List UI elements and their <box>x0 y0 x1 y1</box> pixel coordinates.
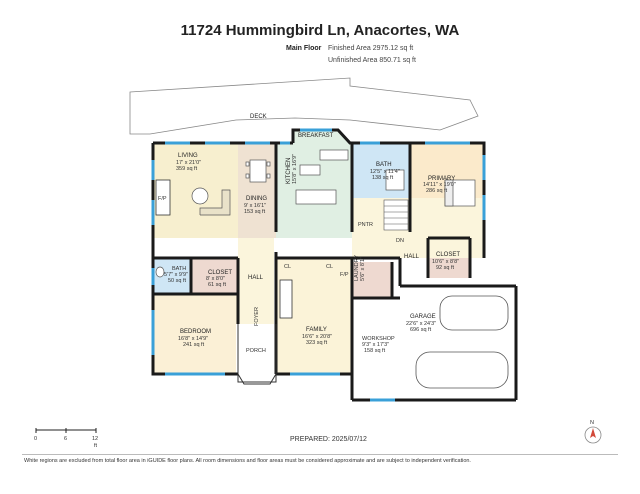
area-bath-small: 50 sq ft <box>168 278 187 284</box>
area-dining: 153 sq ft <box>244 209 266 215</box>
floor-label: Main Floor <box>286 45 322 52</box>
label-hall-left: HALL <box>248 275 264 281</box>
label-breakfast: BREAKFAST <box>298 133 334 139</box>
dims-dining: 9' x 16'1" <box>244 203 266 209</box>
porch-fill <box>236 324 276 382</box>
area-garage: 696 sq ft <box>410 327 432 333</box>
foyer-fill <box>238 290 274 324</box>
primary-bed <box>444 179 476 207</box>
dims-garage: 22'6" x 24'3" <box>406 321 436 327</box>
label-living: LIVING <box>178 153 198 159</box>
dims-bath-small: 5'7" x 9'9" <box>164 272 188 278</box>
area-bath-main: 138 sq ft <box>372 175 394 181</box>
fireplace-family <box>279 279 293 319</box>
label-garage: GARAGE <box>410 314 436 320</box>
compass-n: N <box>590 420 594 426</box>
hall-right-fill <box>352 198 484 258</box>
area-family: 323 sq ft <box>306 340 328 346</box>
label-family: FAMILY <box>306 327 327 333</box>
label-dn: DN <box>396 238 404 244</box>
footer-divider <box>22 454 618 455</box>
label-cl-2: CL <box>326 264 333 270</box>
dims-closet-small: 8' x 8'0" <box>206 276 225 282</box>
area-closet-primary: 92 sq ft <box>436 265 455 271</box>
prepared-date: PREPARED: 2025/07/12 <box>290 436 367 443</box>
kitchen-island <box>295 149 349 205</box>
living-furniture <box>191 187 231 216</box>
area-primary: 286 sq ft <box>426 188 448 194</box>
label-bath-main: BATH <box>376 162 392 168</box>
deck-outline <box>129 77 479 135</box>
dims-primary: 14'11" x 19'0" <box>423 182 456 188</box>
dining-fill <box>238 143 276 238</box>
label-closet-primary: CLOSET <box>436 252 460 258</box>
dims-bedroom: 16'8" x 14'9" <box>178 336 208 342</box>
label-laundry: LAUNDRY <box>354 254 360 281</box>
windows <box>151 128 486 402</box>
scale-tick-0: 0 <box>34 436 37 442</box>
dims-laundry: 5'6" x 8'1" <box>360 257 366 281</box>
stairs <box>383 199 409 231</box>
scale-tick-6: 6 <box>64 436 67 442</box>
label-cl-1: CL <box>284 264 291 270</box>
label-hall-right: HALL <box>404 254 420 260</box>
closet-small-fill <box>191 258 238 294</box>
dims-family: 16'6" x 20'8" <box>302 334 332 340</box>
finished-area: Finished Area 2975.12 sq ft <box>328 45 414 52</box>
plan-title: 11724 Hummingbird Ln, Anacortes, WA <box>180 22 460 39</box>
area-closet-small: 61 sq ft <box>208 282 227 288</box>
label-pntr: PNTR <box>358 222 373 228</box>
dims-workshop: 9'3" x 17'3" <box>362 342 389 348</box>
laundry-fill <box>352 262 392 298</box>
porch-outline <box>237 324 277 383</box>
label-porch: PORCH <box>246 348 266 354</box>
compass-icon: N <box>584 420 602 444</box>
bedroom-fill <box>153 294 238 374</box>
scale-unit: ft <box>94 443 98 448</box>
area-living: 359 sq ft <box>176 166 198 172</box>
label-closet-small: CLOSET <box>208 270 232 276</box>
label-fp-living: F/P <box>158 196 167 202</box>
dims-bath-main: 12'5" x 11'4" <box>370 169 400 175</box>
label-bedroom: BEDROOM <box>180 329 211 335</box>
unfinished-area: Unfinished Area 850.71 sq ft <box>328 57 416 64</box>
area-bedroom: 241 sq ft <box>183 342 205 348</box>
area-workshop: 158 sq ft <box>364 348 386 354</box>
dims-living: 17' x 21'0" <box>176 160 201 166</box>
dims-kitchen: 15'8" x 16'9" <box>292 154 298 184</box>
scale-bar: 0 6 12 ft <box>34 428 98 448</box>
footer-disclaimer: White regions are excluded from total fl… <box>24 458 471 464</box>
label-workshop: WORKSHOP <box>362 336 395 342</box>
fireplace-living <box>155 179 171 216</box>
scale-tick-12: 12 <box>92 436 98 442</box>
label-kitchen: KITCHEN <box>286 158 292 184</box>
label-deck: DECK <box>250 114 267 120</box>
label-fp-family: F/P <box>340 272 349 278</box>
dims-closet-primary: 10'6" x 8'8" <box>432 259 459 265</box>
label-bath-small: BATH <box>172 266 186 272</box>
label-primary: PRIMARY <box>428 176 455 182</box>
bath-fixtures <box>155 169 405 278</box>
label-foyer: FOYER <box>254 307 260 326</box>
garage-cars <box>415 295 509 389</box>
breakfast-fill <box>293 130 350 143</box>
label-dining: DINING <box>246 196 267 202</box>
porch-bay <box>237 373 277 385</box>
dining-table <box>245 159 271 183</box>
